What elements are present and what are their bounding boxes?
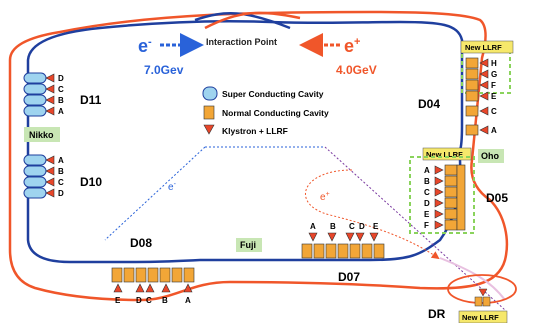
svg-text:A: A: [185, 296, 191, 305]
svg-text:E: E: [373, 222, 379, 231]
svg-text:F: F: [424, 221, 429, 230]
svg-text:A: A: [491, 126, 497, 135]
dr-new-llrf-box: [458, 310, 508, 323]
d11-cavities: D C B A: [23, 72, 64, 117]
electron-energy: 7.0Gev: [144, 63, 184, 77]
fuji-label-box: [236, 238, 262, 252]
legend-klystron-swatch: [203, 124, 215, 135]
her-electron-ring: [26, 20, 464, 264]
d05-label: D05: [486, 191, 508, 205]
legend-nc-label: Normal Conducting Cavity: [222, 108, 329, 118]
electron-symbol: e-: [138, 36, 152, 56]
d05-new-llrf-label: New LLRF: [426, 150, 463, 159]
svg-text:A: A: [310, 222, 316, 231]
svg-text:E: E: [115, 296, 121, 305]
oho-label: Oho: [481, 151, 499, 161]
svg-text:D: D: [58, 74, 64, 83]
d08-cavities: E D C B A: [111, 267, 195, 305]
dr-line: [439, 257, 506, 301]
svg-text:A: A: [424, 166, 430, 175]
nikko-label-box: [24, 127, 60, 142]
slash-e-plus-label: e+: [320, 191, 330, 203]
svg-text:D: D: [58, 189, 64, 198]
legend-sc-label: Super Conducting Cavity: [222, 89, 324, 99]
svg-text:A: A: [58, 107, 64, 116]
legend: Super Conducting Cavity Normal Conductin…: [202, 86, 329, 136]
svg-text:H: H: [491, 59, 497, 68]
interaction-point-label: Interaction Point: [206, 37, 277, 47]
d05-dashed-box: [409, 156, 475, 234]
dr-new-llrf-label: New LLRF: [462, 313, 499, 322]
dotted-line-eminus: [104, 146, 206, 241]
oho-cavities: H G F E C A: [465, 57, 497, 136]
svg-text:C: C: [349, 222, 355, 231]
d07-label: D07: [338, 270, 360, 284]
svg-text:E: E: [424, 210, 430, 219]
svg-text:D: D: [136, 296, 142, 305]
svg-text:E: E: [491, 92, 497, 101]
dotted-line-right: [324, 146, 506, 311]
d10-cavities: A B C D: [23, 154, 64, 199]
crossing-blue: [194, 12, 291, 30]
svg-text:C: C: [58, 178, 64, 187]
legend-klystron-label: Klystron + LLRF: [222, 126, 288, 136]
positron-symbol: e+: [344, 36, 360, 56]
legend-nc-swatch: [203, 105, 215, 120]
svg-text:D: D: [424, 199, 430, 208]
svg-text:C: C: [424, 188, 430, 197]
d05-cavities: A B C D E F: [424, 164, 466, 231]
svg-text:C: C: [58, 85, 64, 94]
dr-label: DR: [428, 307, 446, 321]
svg-text:F: F: [491, 81, 496, 90]
d11-label: D11: [80, 93, 102, 107]
oho-label-box: [478, 149, 504, 163]
oho-new-llrf-label: New LLRF: [465, 43, 502, 52]
crossing-red: [204, 11, 301, 30]
d10-label: D10: [80, 175, 102, 189]
d07-cavities: A B C D E: [301, 222, 385, 259]
dr-cavities: [474, 288, 491, 307]
d04-label: D04: [418, 97, 440, 111]
svg-text:B: B: [330, 222, 336, 231]
svg-text:G: G: [491, 70, 497, 79]
oho-new-llrf-box: [460, 40, 514, 54]
nikko-label: Nikko: [29, 130, 54, 140]
svg-text:C: C: [146, 296, 152, 305]
svg-text:B: B: [58, 96, 64, 105]
fuji-label: Fuji: [240, 240, 256, 250]
d08-label: D08: [130, 236, 152, 250]
svg-text:B: B: [58, 167, 64, 176]
svg-text:A: A: [58, 156, 64, 165]
dotted-curve-eplus: [304, 169, 440, 260]
positron-energy: 4.0GeV: [336, 63, 377, 77]
svg-text:D: D: [359, 222, 365, 231]
slash-e-minus-label: e-: [168, 181, 177, 193]
svg-text:B: B: [424, 177, 430, 186]
svg-text:B: B: [162, 296, 168, 305]
legend-sc-swatch: [202, 86, 218, 101]
svg-text:C: C: [491, 107, 497, 116]
